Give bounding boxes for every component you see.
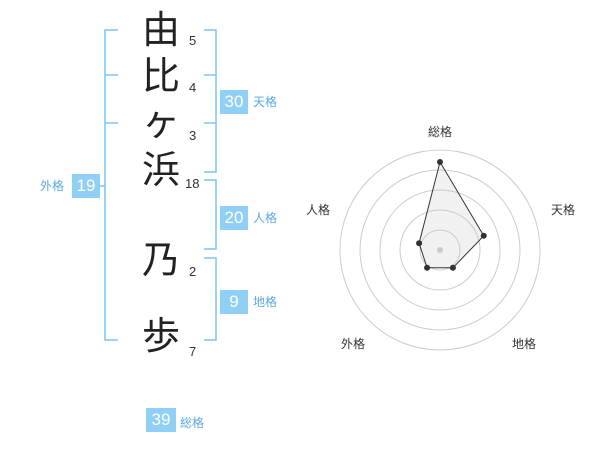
chikaku-label: 地格 [253, 295, 278, 309]
radar-grid-ring [339, 149, 541, 351]
stroke-count-5: 2 [189, 264, 197, 279]
stroke-count-4: 18 [185, 176, 200, 191]
gaikaku-value: 19 [72, 174, 100, 198]
stroke-count-1: 5 [189, 33, 197, 48]
radar-point-jinkaku [416, 240, 423, 247]
jinkaku-label: 人格 [253, 211, 278, 225]
name-char-2: 比 [141, 54, 180, 98]
stroke-count-6: 7 [189, 344, 197, 359]
radar-axis-label-gaikaku: 外格 [341, 337, 366, 351]
stroke-count-2: 4 [189, 80, 197, 95]
radar-axis-label-chikaku: 地格 [512, 337, 537, 351]
chikaku-value: 9 [220, 290, 248, 314]
radar-axis-label-soukaku: 総格 [428, 125, 453, 139]
radar-center-dot [437, 247, 443, 253]
tenkaku-bracket [204, 29, 217, 173]
soukaku-value: 39 [146, 408, 176, 432]
gaikaku-bracket [104, 29, 118, 341]
radar-point-chikaku [449, 264, 456, 271]
radar-point-tenkaku [480, 232, 487, 239]
jinkaku-value: 20 [220, 206, 248, 230]
radar-point-gaikaku [424, 264, 431, 271]
name-char-4: 浜 [141, 148, 180, 192]
radar-series-polygon [418, 160, 485, 269]
tenkaku-value: 30 [220, 90, 248, 114]
chikaku-bracket [204, 257, 217, 341]
radar-grid-ring [359, 169, 521, 331]
name-char-3: ヶ [141, 100, 180, 144]
name-char-5: 乃 [141, 238, 180, 282]
radar-axis-label-tenkaku: 天格 [551, 203, 576, 217]
radar-grid-ring [379, 189, 501, 311]
name-char-1: 由 [141, 8, 180, 52]
radar-axis-label-jinkaku: 人格 [306, 203, 331, 217]
radar-point-soukaku [437, 159, 443, 165]
tenkaku-label: 天格 [253, 95, 278, 109]
jinkaku-bracket [204, 179, 217, 250]
name-char-6: 歩 [141, 314, 180, 358]
radar-grid-ring [399, 209, 481, 291]
radar-grid-ring [419, 229, 461, 271]
soukaku-label: 総格 [180, 416, 205, 430]
gaikaku-label: 外格 [40, 179, 65, 193]
stroke-count-3: 3 [189, 128, 197, 143]
